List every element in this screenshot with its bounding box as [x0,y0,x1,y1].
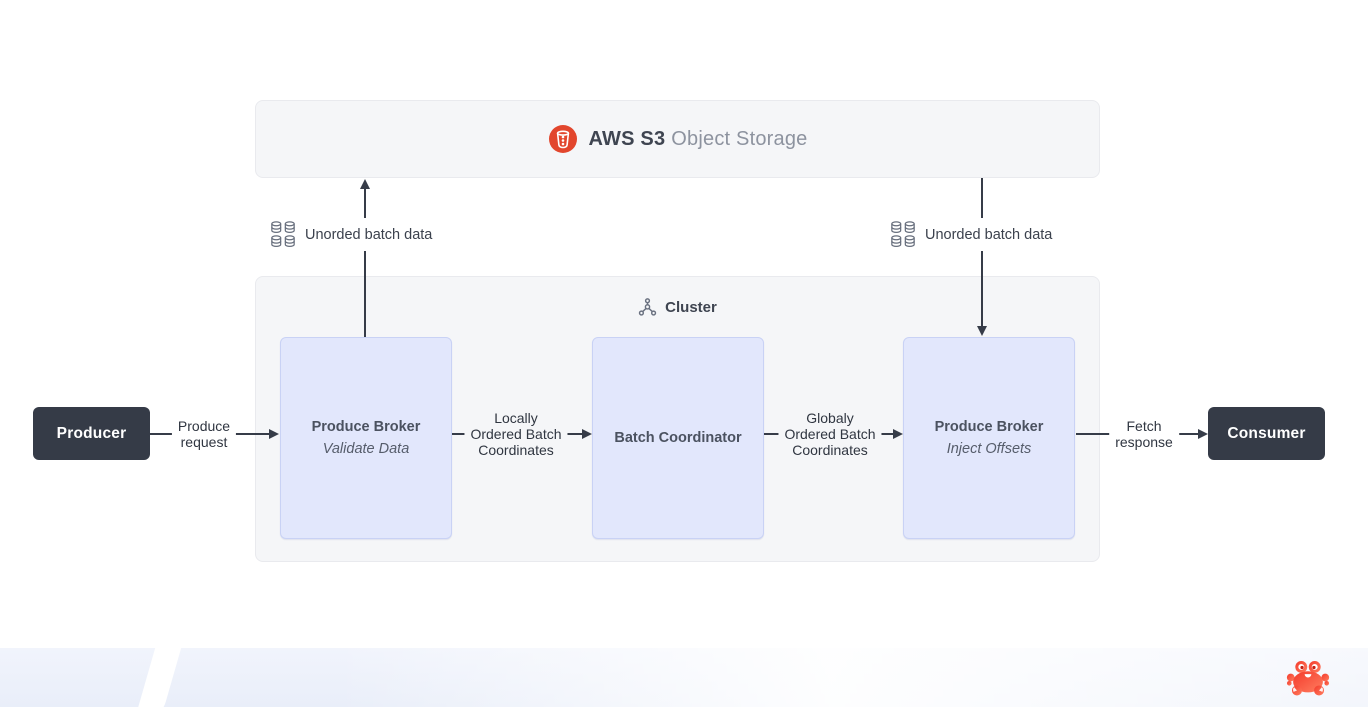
footer-decorative-glow [335,648,1368,707]
flow-label-fetch-response: Fetch response [1109,417,1179,451]
database-grid-icon [890,221,916,248]
unordered-batch-text: Unorded batch data [305,226,433,243]
cluster-nodes-icon [638,298,657,317]
s3-product-text: Object Storage [671,127,808,150]
producer-node: Producer [33,407,150,460]
node-produce-broker-inject: Produce Broker Inject Offsets [903,337,1075,539]
footer-decorative-wedge [134,648,184,707]
node-subtitle: Inject Offsets [946,441,1032,457]
unordered-batch-text: Unorded batch data [925,226,1053,243]
node-batch-coordinator: Batch Coordinator [592,337,764,539]
flow-label-globally-ordered: Globaly Ordered Batch Coordinates [778,409,882,459]
node-title: Produce Broker [311,419,421,435]
cluster-title: Cluster [665,299,717,316]
consumer-node: Consumer [1208,407,1325,460]
producer-label: Producer [56,424,127,442]
flow-label-locally-ordered: Locally Ordered Batch Coordinates [464,409,568,459]
s3-brand-text: AWS S3 [588,127,666,150]
flow-label-produce-request: Produce request [171,417,237,451]
crab-logo-icon [1284,657,1332,698]
unordered-batch-label-left: Unorded batch data [270,218,442,251]
unordered-batch-label-right: Unorded batch data [890,218,1062,251]
database-grid-icon [270,221,296,248]
node-produce-broker-validate: Produce Broker Validate Data [280,337,452,539]
node-subtitle: Validate Data [322,441,410,457]
cluster-header: Cluster [256,298,1099,317]
s3-bucket-icon [548,124,578,154]
node-title: Produce Broker [934,419,1044,435]
consumer-label: Consumer [1227,424,1306,442]
node-title: Batch Coordinator [614,430,742,446]
footer-band [0,648,1368,707]
